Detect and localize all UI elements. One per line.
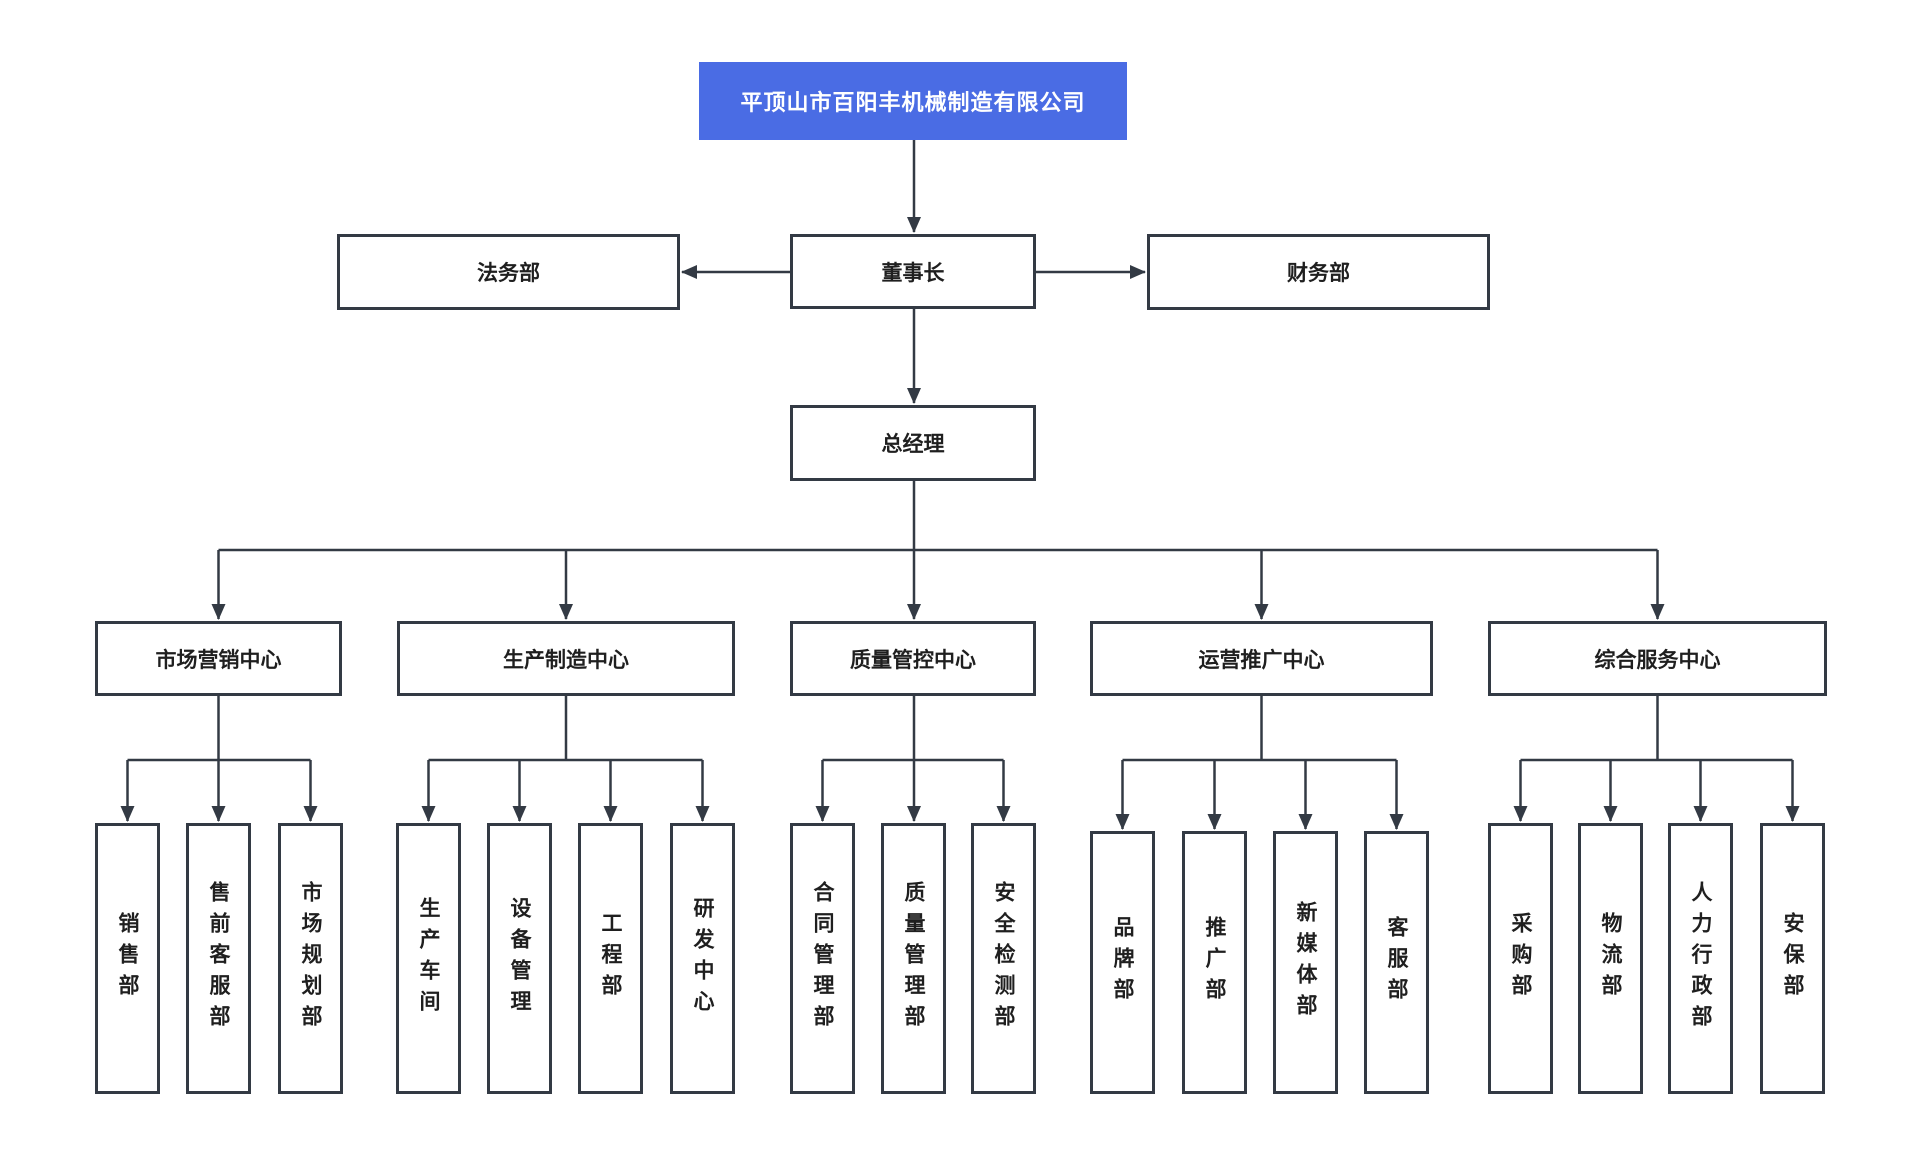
org-node-hr-admin-dept: 人力行政部 — [1668, 823, 1733, 1094]
org-node-company: 平顶山市百阳丰机械制造有限公司 — [699, 62, 1127, 140]
org-node-general-manager: 总经理 — [790, 405, 1036, 481]
org-node-finance-dept: 财务部 — [1147, 234, 1490, 310]
org-node-services-center: 综合服务中心 — [1488, 621, 1827, 696]
org-node-quality-management-dept: 质量管理部 — [881, 823, 946, 1094]
org-node-security-dept: 安保部 — [1760, 823, 1825, 1094]
org-node-production-workshop: 生产车间 — [396, 823, 461, 1094]
org-node-operations-center: 运营推广中心 — [1090, 621, 1433, 696]
org-node-production-center: 生产制造中心 — [397, 621, 735, 696]
org-node-rnd-center: 研发中心 — [670, 823, 735, 1094]
org-node-chairman: 董事长 — [790, 234, 1036, 309]
org-node-equipment-management: 设备管理 — [487, 823, 552, 1094]
org-node-engineering-dept: 工程部 — [578, 823, 643, 1094]
org-node-customer-service-dept: 客服部 — [1364, 831, 1429, 1094]
org-node-sales-dept: 销售部 — [95, 823, 160, 1094]
org-node-new-media-dept: 新媒体部 — [1273, 831, 1338, 1094]
org-node-promotion-dept: 推广部 — [1182, 831, 1247, 1094]
org-node-procurement-dept: 采购部 — [1488, 823, 1553, 1094]
org-node-presales-service-dept: 售前客服部 — [186, 823, 251, 1094]
org-node-contract-management-dept: 合同管理部 — [790, 823, 855, 1094]
org-node-legal-dept: 法务部 — [337, 234, 680, 310]
org-node-safety-inspection-dept: 安全检测部 — [971, 823, 1036, 1094]
org-node-logistics-dept: 物流部 — [1578, 823, 1643, 1094]
org-node-quality-center: 质量管控中心 — [790, 621, 1036, 696]
org-node-marketing-center: 市场营销中心 — [95, 621, 342, 696]
org-node-brand-dept: 品牌部 — [1090, 831, 1155, 1094]
org-node-market-planning-dept: 市场规划部 — [278, 823, 343, 1094]
